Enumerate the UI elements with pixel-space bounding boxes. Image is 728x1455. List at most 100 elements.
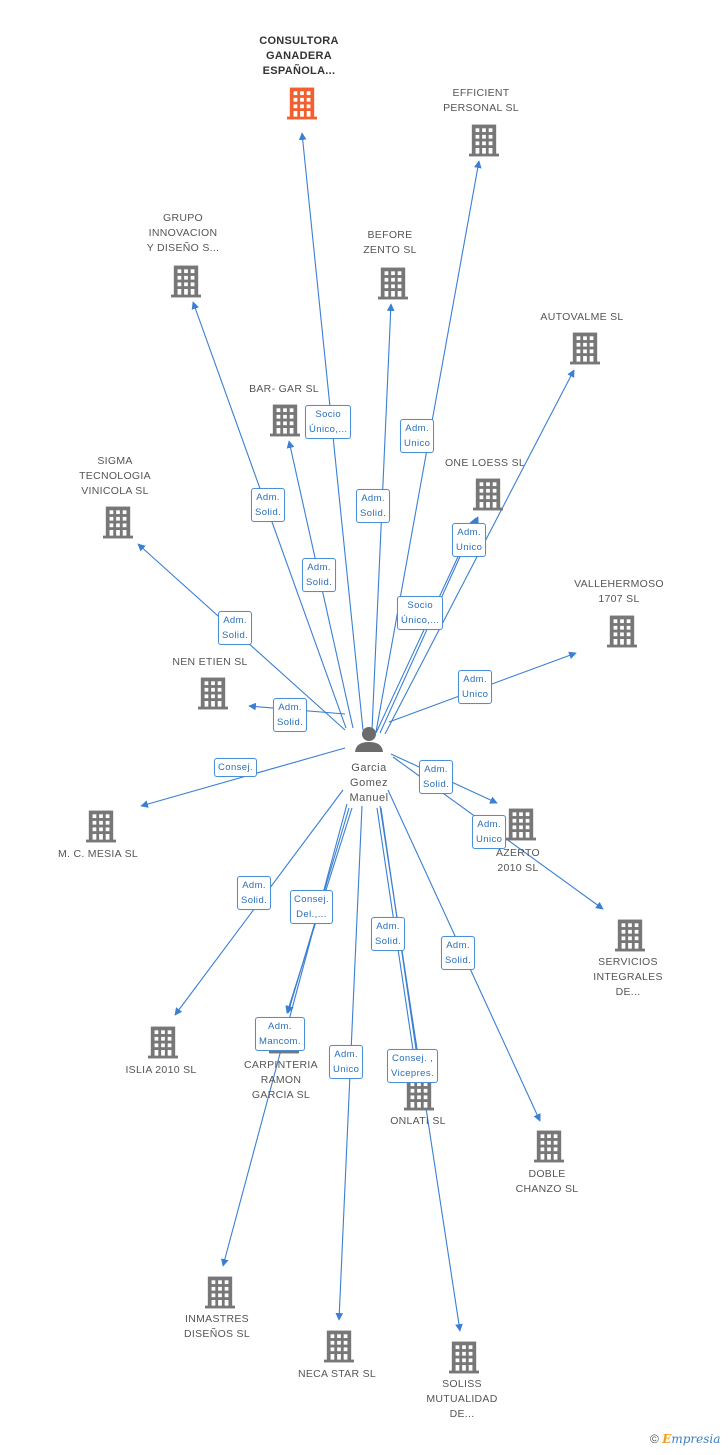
relation-badge-grupo[interactable]: Adm.Solid. bbox=[251, 488, 286, 522]
building-icon-azerto[interactable] bbox=[506, 808, 536, 841]
company-label-line: MUTUALIDAD bbox=[426, 1393, 498, 1405]
relation-badge-line: Socio bbox=[315, 409, 342, 420]
relation-badge-efficient[interactable]: Adm.Unico bbox=[400, 419, 435, 453]
building-icon-efficient[interactable] bbox=[469, 124, 499, 157]
relation-badge-line: Adm. bbox=[278, 702, 302, 713]
company-label-line: AUTOVALME SL bbox=[540, 311, 624, 323]
building-icon-inmastres[interactable] bbox=[205, 1276, 235, 1309]
company-label-oneloess[interactable]: ONE LOESS SL bbox=[410, 456, 560, 471]
building-icon-consultora[interactable] bbox=[287, 87, 317, 120]
company-label-line: SOLISS bbox=[442, 1378, 482, 1390]
relation-badge-line: Socio bbox=[407, 600, 434, 611]
relation-badge-line: Adm. bbox=[405, 423, 430, 434]
company-label-islia[interactable]: ISLIA 2010 SL bbox=[86, 1063, 236, 1078]
building-icon-autovalme[interactable] bbox=[570, 332, 600, 365]
building-icon-before[interactable] bbox=[378, 267, 408, 300]
relation-badge-islia[interactable]: Adm.Solid. bbox=[237, 876, 272, 910]
company-label-line: DISEÑOS SL bbox=[183, 1328, 251, 1340]
relation-badge-azerto[interactable]: Adm.Solid. bbox=[419, 760, 454, 794]
relation-badge-line: Adm. bbox=[376, 921, 400, 932]
relation-badge-line: Adm. bbox=[268, 1021, 292, 1032]
relation-badge-carpinteria[interactable]: Consej. Del.,... bbox=[290, 890, 334, 924]
building-icon-nenetien[interactable] bbox=[198, 677, 228, 710]
relation-badge-line: Consej. , bbox=[391, 1053, 434, 1064]
relation-badge-line: Adm. bbox=[424, 764, 448, 775]
copyright-symbol: © bbox=[650, 1432, 659, 1446]
relation-badge-line: Solid. bbox=[306, 577, 333, 588]
relation-badge-inmastres[interactable]: Adm. Mancom. bbox=[255, 1017, 305, 1051]
building-icon-soliss[interactable] bbox=[449, 1341, 479, 1374]
company-label-line: GRUPO bbox=[162, 212, 203, 224]
building-icon-sigma[interactable] bbox=[103, 506, 133, 539]
building-icon-oneloess[interactable] bbox=[473, 478, 503, 511]
relation-badge-necastar[interactable]: Adm.Unico bbox=[329, 1045, 364, 1079]
relation-badge-line: Unico bbox=[456, 542, 483, 553]
company-label-line: VINICOLA SL bbox=[81, 485, 149, 497]
company-label-efficient[interactable]: EFFICIENT PERSONAL SL bbox=[406, 86, 556, 116]
relation-badge-line: Mancom. bbox=[259, 1036, 301, 1047]
relation-badge-soliss[interactable]: Consej. ,Vicepres. bbox=[387, 1049, 439, 1083]
company-label-onlati[interactable]: ONLATI SL bbox=[343, 1114, 493, 1129]
company-label-vallehermoso[interactable]: VALLEHERMOSO 1707 SL bbox=[544, 577, 694, 607]
company-label-line: CARPINTERIA bbox=[244, 1059, 318, 1071]
person-icon[interactable] bbox=[355, 727, 383, 752]
company-label-line: NEN ETIEN SL bbox=[172, 656, 248, 668]
relation-badge-line: Solid. bbox=[375, 936, 402, 947]
relation-badge-vallehermoso[interactable]: Adm.Unico bbox=[458, 670, 493, 704]
company-label-autovalme[interactable]: AUTOVALME SL bbox=[507, 310, 657, 325]
relation-badge-line: Adm. bbox=[223, 615, 247, 626]
company-label-bargar[interactable]: BAR- GAR SL bbox=[209, 382, 359, 397]
company-label-line: VALLEHERMOSO bbox=[574, 578, 664, 590]
relation-badge-mcmesia[interactable]: Consej. bbox=[214, 758, 258, 777]
company-label-line: PERSONAL SL bbox=[443, 102, 519, 114]
company-label-line: ONE LOESS SL bbox=[444, 457, 526, 469]
company-label-line: 1707 SL bbox=[598, 593, 640, 605]
relation-badge-line: Del.,... bbox=[296, 909, 327, 920]
relation-badge-line: Unico bbox=[333, 1064, 360, 1075]
relation-badge-onlati[interactable]: Adm. Solid. bbox=[371, 917, 406, 951]
building-icon-islia[interactable] bbox=[148, 1026, 178, 1059]
company-label-line: NECA STAR SL bbox=[297, 1368, 377, 1380]
relation-badge-sigma[interactable]: Adm.Solid. bbox=[218, 611, 253, 645]
building-icon-mcmesia[interactable] bbox=[86, 810, 116, 843]
building-icon-onlati[interactable] bbox=[404, 1078, 434, 1111]
relation-badge-line: Solid. bbox=[277, 717, 304, 728]
relation-badge-before[interactable]: Adm.Solid. bbox=[356, 489, 391, 523]
building-icon-bargar[interactable] bbox=[270, 404, 300, 437]
relation-badge-line: Unico bbox=[476, 834, 503, 845]
company-label-line: EFFICIENT bbox=[452, 87, 510, 99]
building-icon-servicios[interactable] bbox=[615, 919, 645, 952]
company-label-mcmesia[interactable]: M. C. MESIA SL bbox=[23, 847, 173, 862]
building-icon-doble[interactable] bbox=[534, 1130, 564, 1163]
building-icon-necastar[interactable] bbox=[324, 1330, 354, 1363]
company-label-line: RAMON bbox=[260, 1074, 302, 1086]
relation-badge-servicios[interactable]: Adm.Unico bbox=[472, 815, 507, 849]
relation-badge-nenetien[interactable]: Adm. Solid. bbox=[273, 698, 308, 732]
building-icon-grupo[interactable] bbox=[171, 265, 201, 298]
company-label-soliss[interactable]: SOLISS MUTUALIDAD DE... bbox=[387, 1377, 537, 1422]
brand-logo: Empresia bbox=[662, 1432, 721, 1446]
company-label-line: DE... bbox=[449, 1408, 475, 1420]
company-label-necastar[interactable]: NECA STAR SL bbox=[262, 1367, 412, 1382]
relation-badge-autovalme[interactable]: Adm.Unico bbox=[452, 523, 487, 557]
relation-badge-doble[interactable]: Adm.Solid. bbox=[441, 936, 476, 970]
relation-badge-line: Único,... bbox=[401, 615, 440, 626]
relation-badge-bargar[interactable]: Adm.Solid. bbox=[302, 558, 337, 592]
company-label-nenetien[interactable]: NEN ETIEN SL bbox=[135, 655, 285, 670]
relation-badge-line: Consej. bbox=[294, 894, 330, 905]
building-icon-vallehermoso[interactable] bbox=[607, 615, 637, 648]
company-label-line: CONSULTORA bbox=[259, 35, 339, 47]
company-label-line: AZERTO bbox=[495, 847, 540, 859]
person-name[interactable]: Garcia Gomez Manuel bbox=[330, 761, 408, 806]
